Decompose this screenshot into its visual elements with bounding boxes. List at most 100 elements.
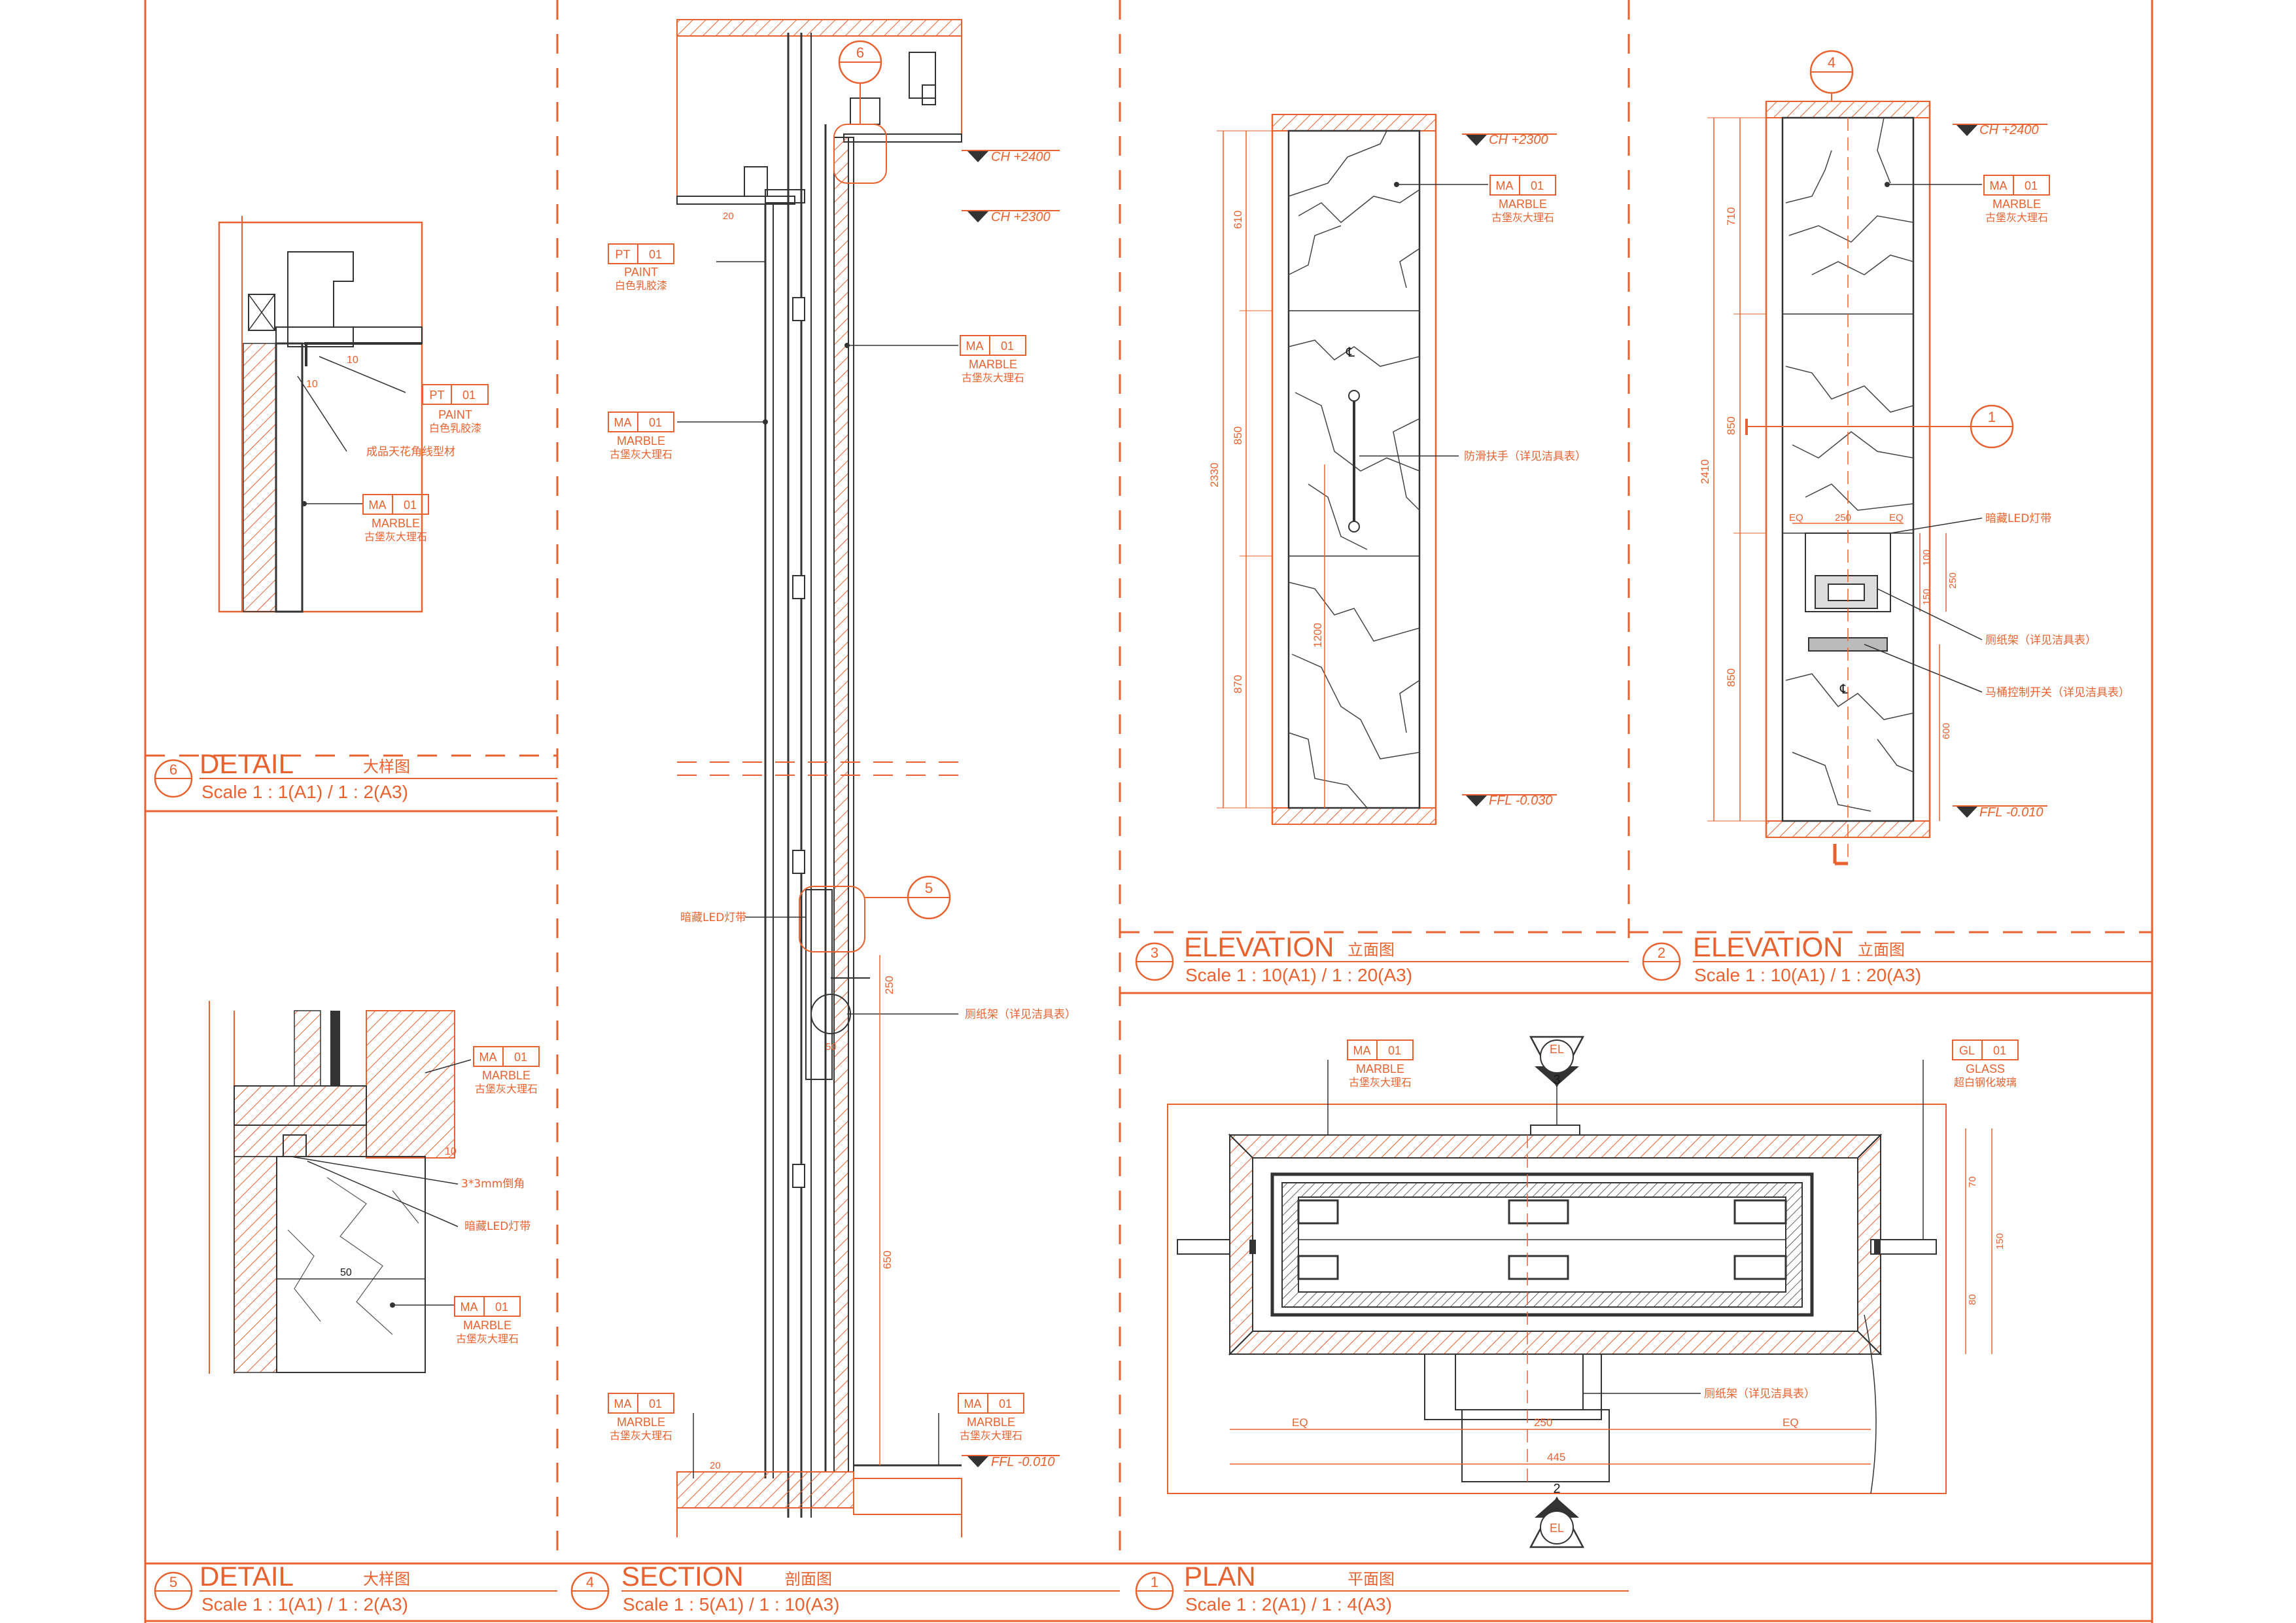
dim-250: 250 [883,976,896,994]
level-ffl010: FFL -0.010 [1979,805,2043,820]
tag-cn: 白色乳胶漆 [615,279,667,292]
plan-1-annotations: EL 3 EL 2 MA 01 MARBLE 古堡灰大理石 GL 01 GLAS… [1230,1036,2019,1548]
callout-number: 4 [1828,54,1835,71]
view-title-3: 3 ELEVATION 立面图 Scale 1 : 10(A1) / 1 : 2… [1120,931,1629,985]
level-ch2300: CH +2300 [1489,133,1548,147]
tag-cn: 古堡灰大理石 [610,1429,672,1442]
dim-600: 600 [1941,723,1952,739]
tag-number: 01 [1531,179,1544,192]
view-number: 6 [169,761,177,778]
dim-eq: EQ [1789,512,1803,523]
view-title-2: 2 ELEVATION 立面图 Scale 1 : 10(A1) / 1 : 2… [1629,931,2152,985]
tag-code: MA [964,1397,982,1410]
section-4-drawing [676,19,962,1537]
view-name: ELEVATION [1693,932,1843,962]
tag-cn: 古堡灰大理石 [962,372,1024,384]
tag-cn: 古堡灰大理石 [610,448,672,461]
centerline-mark: ℄ [1346,345,1355,360]
tag-number: 01 [2025,179,2038,192]
view-name: DETAIL [200,1561,294,1592]
dim-870: 870 [1232,675,1244,693]
dim-50: 50 [826,1041,837,1053]
note-led: 暗藏LED灯带 [680,911,746,924]
tag-code: MA [369,498,387,512]
dim-80: 80 [1967,1294,1978,1305]
view-scale: Scale 1 : 5(A1) / 1 : 10(A3) [623,1594,840,1614]
dim-eq: EQ [1783,1416,1799,1429]
note-chamfer: 3*3mm倒角 [461,1178,525,1191]
detail-6-drawing [218,216,423,613]
tag-en: MARBLE [967,1416,1015,1429]
dim-850: 850 [1725,417,1737,435]
tag-number: 01 [1001,340,1014,353]
tag-en: MARBLE [372,517,420,530]
tag-en: MARBLE [463,1319,512,1332]
note-led: 暗藏LED灯带 [1985,512,2051,525]
view-name-cn: 立面图 [1348,941,1395,959]
tag-cn: 古堡灰大理石 [1985,211,2048,224]
note-holder: 厕纸架（详见洁具表） [1704,1387,1815,1401]
elevation-2-drawing: ℄ [1765,101,1931,865]
elevation-marker: EL [1550,1522,1564,1535]
view-scale: Scale 1 : 10(A1) / 1 : 20(A3) [1185,965,1412,985]
dim-20: 20 [710,1460,721,1471]
view-name-cn: 大样图 [363,758,410,776]
tag-cn: 古堡灰大理石 [456,1333,519,1345]
note-grab-bar: 防滑扶手（详见洁具表） [1464,450,1586,463]
dim-eq: EQ [1889,512,1904,523]
view-scale: Scale 1 : 1(A1) / 1 : 2(A3) [201,1594,408,1614]
dim-1200: 1200 [1312,623,1324,648]
tag-cn: 古堡灰大理石 [364,531,427,543]
elevation-marker-number: 2 [1553,1482,1560,1496]
tag-code: GL [1959,1044,1975,1057]
view-name: ELEVATION [1184,932,1334,962]
tag-number: 01 [999,1397,1012,1410]
tag-code: MA [1496,179,1514,192]
view-title-5: 5 DETAIL 大样图 Scale 1 : 1(A1) / 1 : 2(A3) [154,1561,557,1614]
tag-number: 01 [404,498,417,512]
tag-code: MA [479,1051,497,1064]
dim-445: 445 [1547,1451,1565,1463]
note-holder: 厕纸架（详见洁具表） [1985,634,2096,647]
tag-code: MA [614,416,632,429]
tag-cn: 古堡灰大理石 [475,1083,538,1095]
dim-100: 100 [1921,550,1932,566]
dim-650: 650 [881,1251,894,1269]
view-name-cn: 剖面图 [785,1570,832,1588]
dim-20: 20 [723,211,734,222]
dim-2330: 2330 [1208,462,1221,487]
view-title-1: 1 PLAN 平面图 Scale 1 : 2(A1) / 1 : 4(A3) [1135,1561,1629,1614]
view-name: DETAIL [200,748,294,779]
level-ffl010: FFL -0.010 [991,1455,1054,1469]
tag-code: MA [966,340,984,353]
view-name: SECTION [621,1561,744,1592]
view-scale: Scale 1 : 2(A1) / 1 : 4(A3) [1185,1594,1392,1614]
view-title-6: 6 DETAIL 大样图 Scale 1 : 1(A1) / 1 : 2(A3) [145,748,557,802]
sheet-frame [144,0,2153,1623]
dim-50: 50 [340,1267,352,1278]
view-name-cn: 平面图 [1348,1570,1395,1588]
section-4-annotations: 6 CH +2400 CH +2300 20 PT 01 PAINT 白色乳胶漆… [608,40,1076,1478]
tag-cn: 白色乳胶漆 [429,422,481,434]
centerline-mark: ℄ [1839,682,1849,697]
dim-eq: EQ [1292,1416,1308,1429]
dim-610: 610 [1232,211,1244,229]
tag-number: 01 [649,1397,662,1410]
tag-number: 01 [649,248,662,261]
level-ffl030: FFL -0.030 [1489,794,1552,808]
dim-250: 250 [1534,1416,1552,1429]
tag-cn: 古堡灰大理石 [1349,1076,1412,1089]
elevation-marker: EL [1550,1043,1564,1056]
tag-en: MARBLE [1356,1062,1404,1075]
tag-en: MARBLE [969,358,1017,371]
detail-5-annotations: MA 01 MARBLE 古堡灰大理石 10 3*3mm倒角 暗藏LED灯带 M… [290,1046,540,1345]
view-number: 3 [1151,945,1158,961]
view-number: 4 [586,1574,594,1590]
tag-number: 01 [495,1300,508,1314]
detail-5-drawing: 50 [209,1001,455,1374]
tag-number: 01 [649,416,662,429]
tag-en: MARBLE [617,1416,665,1429]
dim-250: 250 [1835,512,1851,523]
tag-cn: 古堡灰大理石 [960,1429,1022,1442]
